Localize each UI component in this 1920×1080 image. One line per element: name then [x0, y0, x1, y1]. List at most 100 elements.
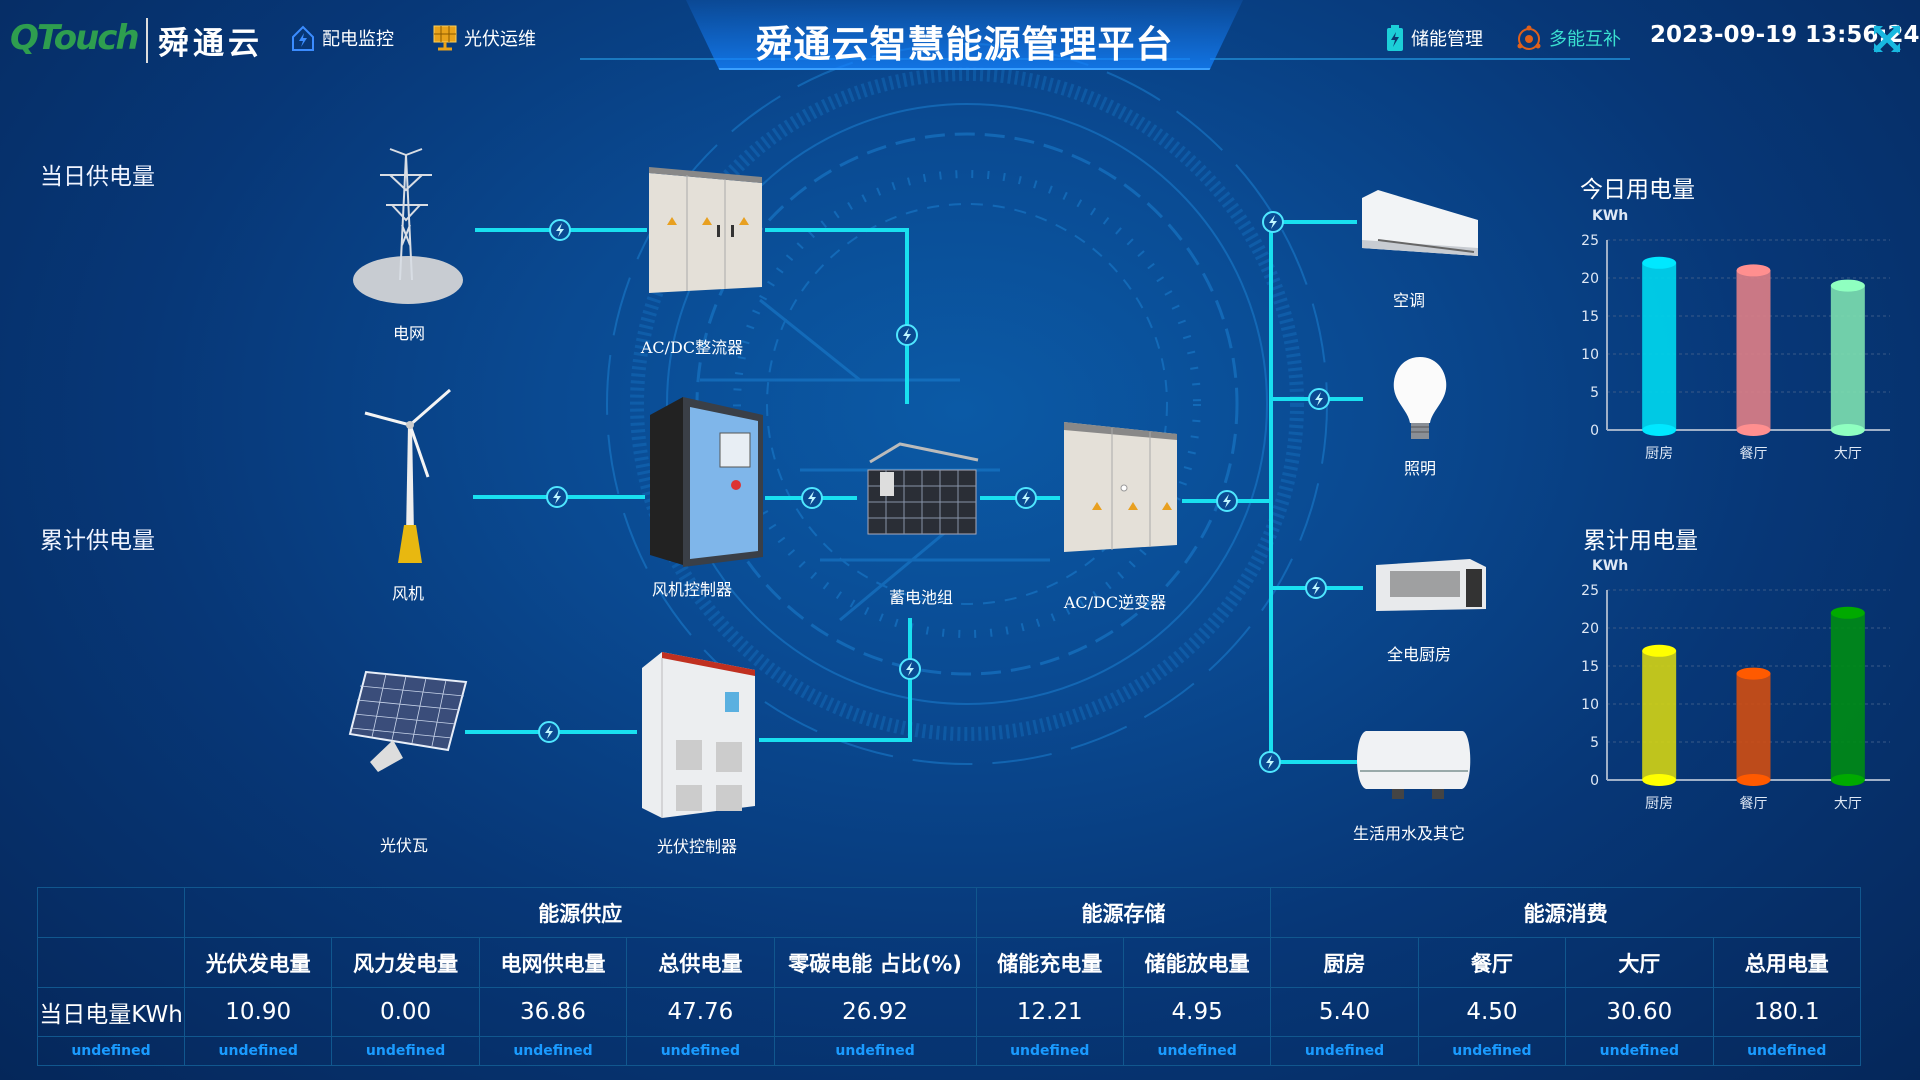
footer-cell: undefined [626, 1036, 775, 1066]
solar-panel-icon [433, 25, 457, 51]
pv-controller-label: 光伏控制器 [656, 837, 738, 856]
nav-power-monitoring[interactable]: 配电监控 [290, 24, 394, 52]
y-tick-label: 20 [1581, 271, 1599, 287]
water-label: 生活用水及其它 [1352, 824, 1466, 843]
column-header: 储能充电量 [975, 937, 1124, 988]
value-cell: 180.1 [1712, 987, 1862, 1037]
column-header: 储能放电量 [1122, 937, 1272, 988]
page-title: 舜通云智慧能源管理平台 [755, 23, 1174, 66]
rectifier-cabinet-icon [649, 167, 762, 293]
value-cell: 0.00 [331, 987, 480, 1037]
bar-cap [1736, 667, 1771, 680]
wind-controller-cabinet-icon [650, 397, 763, 567]
header-underline-right [1210, 58, 1630, 60]
bar-厨房 [1642, 262, 1677, 430]
column-header: 风力发电量 [331, 937, 480, 988]
bar-cap [1830, 606, 1865, 619]
nav-label: 光伏运维 [464, 29, 536, 50]
footer-cell: undefined [37, 1036, 185, 1066]
footer-cell: undefined [1122, 1036, 1272, 1066]
nav-label: 储能管理 [1411, 29, 1483, 50]
y-tick-label: 15 [1581, 659, 1599, 675]
value-cell: 4.95 [1122, 987, 1272, 1037]
title-banner [686, 0, 1243, 70]
chart-unit-total: KWh [1592, 558, 1629, 574]
value-cell: 30.60 [1565, 987, 1714, 1037]
value-cell: 26.92 [773, 987, 977, 1037]
group-storage: 能源存储 [975, 887, 1272, 938]
value-cell: 47.76 [626, 987, 775, 1037]
value-cell: 36.86 [478, 987, 628, 1037]
light-bulb-icon [1393, 357, 1447, 439]
bolt-icon [549, 219, 571, 241]
y-tick-label: 25 [1581, 583, 1599, 599]
y-tick-label: 20 [1581, 621, 1599, 637]
column-header: 总供电量 [626, 937, 775, 988]
ac-label: 空调 [1392, 291, 1426, 310]
lighting-label: 照明 [1403, 459, 1437, 478]
y-tick-label: 5 [1590, 385, 1599, 401]
wind-controller-label: 风机控制器 [651, 580, 733, 599]
expand-icon[interactable] [1872, 24, 1902, 54]
corner-cell [37, 937, 185, 988]
grid-label: 电网 [392, 324, 426, 343]
chart-unit-today: KWh [1592, 208, 1629, 224]
x-tick-label: 餐厅 [1740, 796, 1768, 812]
air-conditioner-icon [1362, 190, 1478, 256]
x-tick-label: 餐厅 [1740, 446, 1768, 462]
bolt-icon [538, 721, 560, 743]
bar-cap [1736, 264, 1771, 277]
chart-title-total: 累计用电量 [1583, 528, 1698, 554]
load-branches [1271, 220, 1363, 764]
power-tower-icon [353, 148, 463, 304]
y-tick-label: 10 [1581, 347, 1599, 363]
nav-storage-management[interactable]: 储能管理 [1385, 24, 1483, 52]
bolt-icon [1305, 577, 1327, 599]
pv-label: 光伏瓦 [379, 836, 429, 855]
bar-cap [1830, 279, 1865, 292]
battery-icon [1387, 25, 1403, 51]
column-header: 总用电量 [1712, 937, 1862, 988]
x-tick-label: 大厅 [1834, 446, 1862, 462]
wind-label: 风机 [391, 584, 425, 603]
footer-cell: undefined [773, 1036, 977, 1066]
column-header: 光伏发电量 [183, 937, 333, 988]
group-supply: 能源供应 [184, 887, 977, 938]
row-label: 当日电量KWh [37, 987, 185, 1037]
total-supply-label: 累计供电量 [40, 528, 155, 554]
bar-厨房 [1642, 650, 1677, 780]
footer-cell: undefined [1712, 1036, 1862, 1066]
bar-大厅 [1830, 285, 1865, 430]
bolt-icon [896, 324, 918, 346]
y-tick-label: 5 [1590, 735, 1599, 751]
bar-cap [1642, 256, 1677, 269]
water-heater-icon [1357, 731, 1471, 799]
bolt-icon [546, 486, 568, 508]
bolt-icon [899, 658, 921, 680]
line-rectifier-bus [765, 228, 909, 404]
x-tick-label: 厨房 [1645, 796, 1673, 812]
house-bolt-icon [292, 25, 314, 51]
total-usage-chart: 0510152025厨房餐厅大厅 [1581, 583, 1890, 812]
solar-panel-icon [348, 670, 468, 772]
x-tick-label: 大厅 [1834, 796, 1862, 812]
bar-base [1642, 774, 1677, 786]
nav-multi-energy[interactable]: 多能互补 [1515, 24, 1621, 52]
battery-label: 蓄电池组 [888, 588, 954, 607]
nav-label: 多能互补 [1549, 29, 1621, 50]
value-cell: 12.21 [975, 987, 1124, 1037]
battery-bank-icon [867, 442, 979, 535]
orbit-icon [1517, 25, 1541, 50]
wind-turbine-icon [364, 388, 451, 563]
bolt-icon [801, 487, 823, 509]
footer-cell: undefined [183, 1036, 333, 1066]
brand-name: 舜通云 [146, 18, 263, 63]
bar-base [1830, 424, 1865, 436]
corner-cell [37, 887, 185, 938]
footer-cell: undefined [478, 1036, 628, 1066]
nav-pv-operations[interactable]: 光伏运维 [432, 24, 536, 52]
inverter-label: AC/DC逆变器 [1063, 593, 1167, 612]
inverter-cabinet-icon [1064, 422, 1177, 552]
footer-cell: undefined [1417, 1036, 1567, 1066]
rectifier-label: AC/DC整流器 [640, 338, 744, 357]
